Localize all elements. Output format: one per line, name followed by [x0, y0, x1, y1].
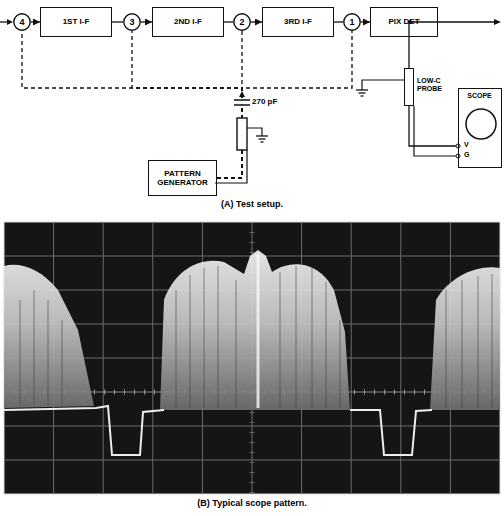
signal-injection-line	[22, 31, 242, 178]
graticule	[4, 222, 500, 494]
signal-line	[141, 21, 152, 22]
waveform-trace	[4, 406, 432, 455]
node-label: G	[464, 151, 474, 159]
scope-box: SCOPE VG	[458, 88, 502, 168]
generator-cable	[215, 118, 268, 183]
waveform-center	[257, 254, 260, 408]
node-label: 3	[129, 17, 134, 27]
node-label: 1	[349, 17, 354, 27]
node-label: 4	[19, 17, 24, 27]
signal-injection-line	[132, 31, 242, 178]
node-label: SCOPE	[459, 92, 500, 100]
detector-box: PIX DET	[370, 7, 438, 37]
signal-injection-line	[217, 31, 352, 178]
scope-photo	[4, 222, 500, 494]
signal-line	[224, 21, 233, 22]
waveform-envelope	[4, 250, 500, 410]
capacitor-symbol	[234, 91, 250, 105]
probe-cable	[414, 106, 460, 158]
test-point: 1	[343, 13, 361, 31]
signal-line	[251, 21, 262, 22]
ground-symbol	[356, 80, 404, 96]
figure-caption: (A) Test setup.	[0, 199, 504, 209]
test-point: 2	[233, 13, 251, 31]
node-label: PIX DET	[385, 17, 422, 26]
signal-line	[361, 21, 370, 22]
generator-box: PATTERN GENERATOR	[148, 160, 217, 196]
signal-line	[31, 21, 40, 22]
node-label: 3RD I-F	[281, 17, 315, 26]
node-label: 1ST I-F	[60, 17, 93, 26]
signal-line	[112, 21, 123, 22]
node-label: LOW-C PROBE	[417, 77, 451, 93]
waveform-texture	[20, 266, 492, 408]
if-stage-box: 1ST I-F	[40, 7, 112, 37]
test-point: 3	[123, 13, 141, 31]
probe-body	[404, 68, 414, 106]
figure-caption: (B) Typical scope pattern.	[0, 498, 504, 508]
signal-line	[409, 22, 438, 68]
input-arrow	[0, 19, 13, 25]
probe-symbol: LOW-C PROBE	[404, 68, 452, 108]
test-point: 4	[13, 13, 31, 31]
signal-line	[334, 21, 343, 22]
signal-line	[409, 106, 458, 146]
output-arrow	[408, 19, 501, 25]
if-stage-box: 2ND I-F	[152, 7, 224, 37]
component-value: 270 pF	[252, 97, 277, 106]
node-label: 2ND I-F	[171, 17, 205, 26]
if-stage-box: 3RD I-F	[262, 7, 334, 37]
node-label: 2	[239, 17, 244, 27]
node-label: V	[464, 141, 474, 149]
node-label: PATTERN GENERATOR	[149, 169, 216, 187]
